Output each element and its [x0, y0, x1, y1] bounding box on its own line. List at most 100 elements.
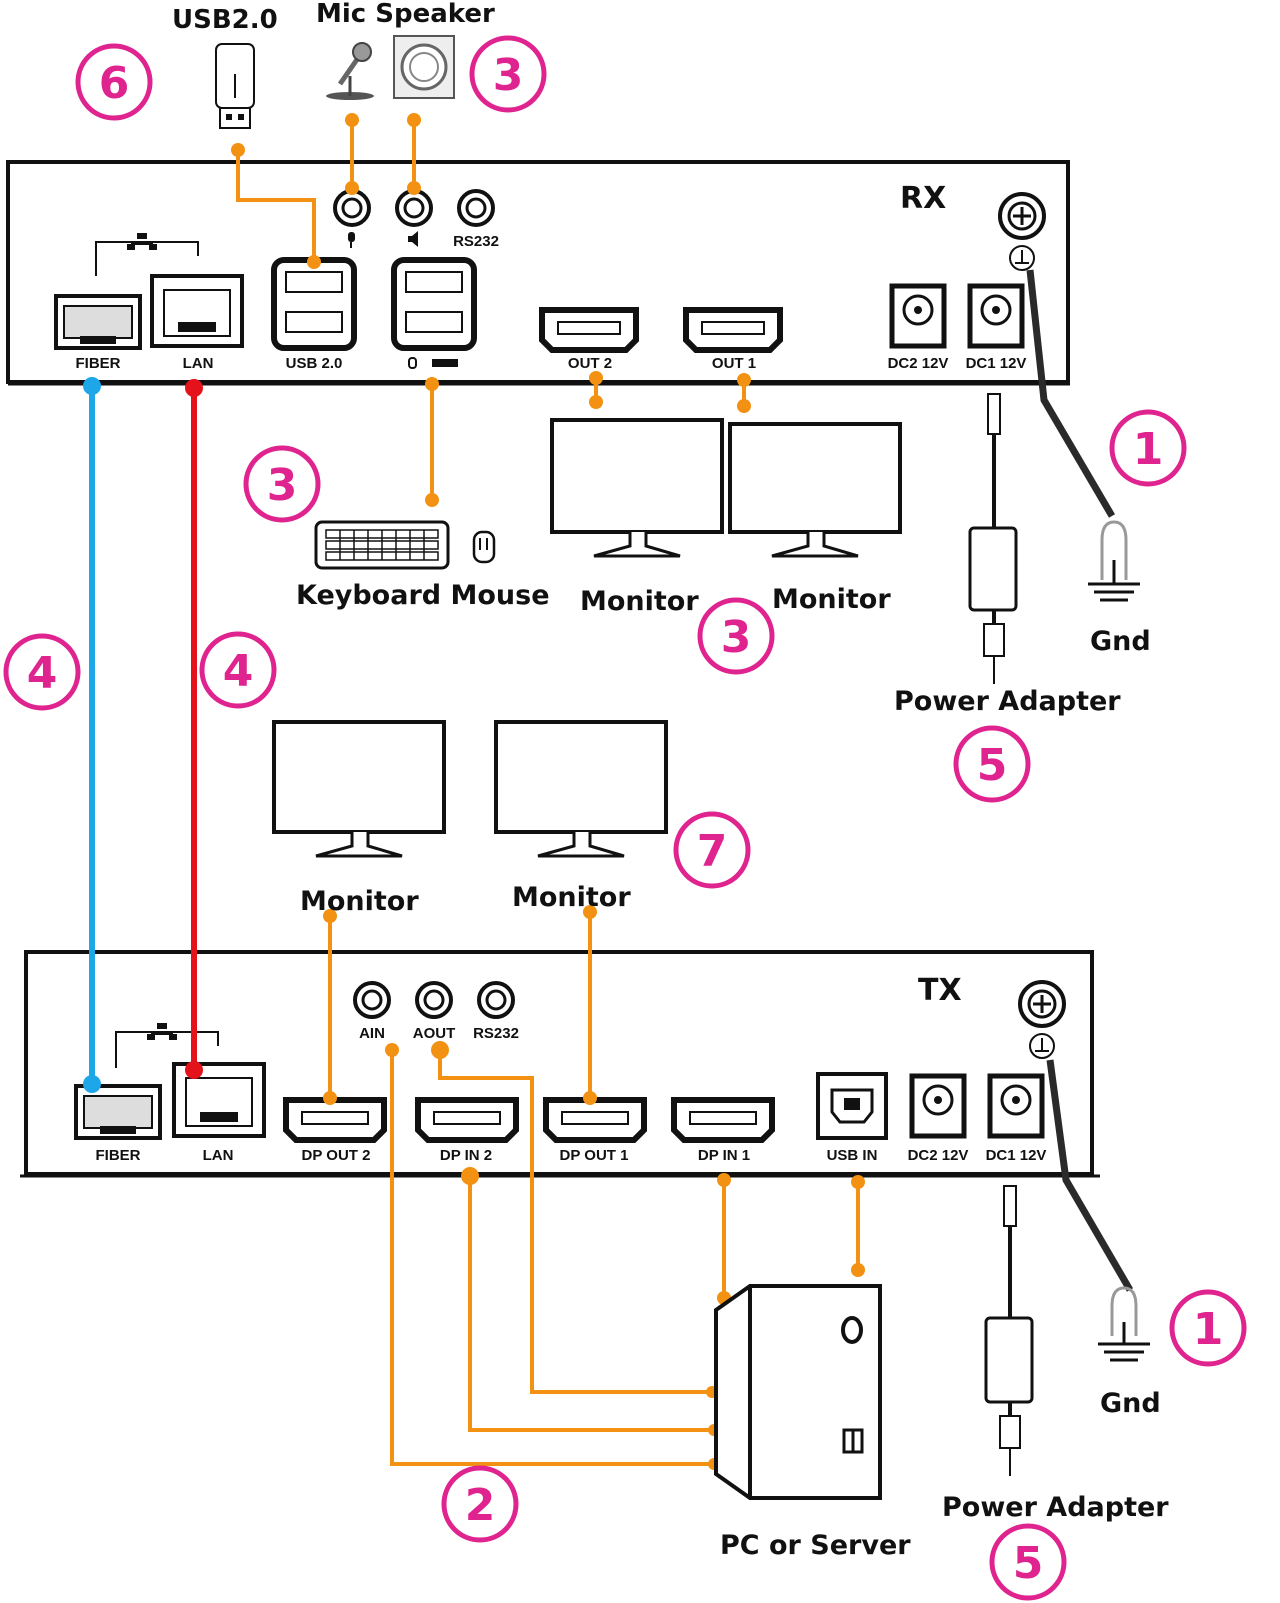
- tx-aout-label: AOUT: [413, 1025, 456, 1042]
- rx-dc1-label: DC1 12V: [966, 355, 1027, 372]
- callout-7: 7: [673, 811, 751, 889]
- tx-lan-port: [172, 1062, 266, 1138]
- rx-power-adapter: [968, 393, 1018, 684]
- rx-out2-port: [539, 307, 639, 353]
- rx-out2-label: OUT 2: [568, 355, 612, 372]
- tx-ain-jack: [353, 981, 391, 1019]
- speaker-icon: [393, 35, 455, 99]
- callout-1-rx: 1: [1109, 409, 1187, 487]
- callout-1-tx: 1: [1169, 1289, 1247, 1367]
- mouse-mini-icon: [408, 357, 417, 369]
- rx-out1-label: OUT 1: [712, 355, 756, 372]
- tx-fiber-port: [74, 1084, 162, 1140]
- tx-unit: TX FIBER LAN AIN AOUT: [20, 950, 1100, 1178]
- mic-speaker-caption: Mic Speaker: [316, 0, 495, 29]
- callout-3-monitors: 3: [697, 597, 775, 675]
- svg-text:3: 3: [267, 460, 298, 511]
- rx-lan-label: LAN: [183, 355, 214, 372]
- rx-network-icon: [127, 233, 157, 250]
- tx-label: TX: [918, 973, 962, 1008]
- callout-2: 2: [441, 1465, 519, 1543]
- tx-ground-screw: [1018, 980, 1066, 1059]
- keyboard-mini-icon: [432, 359, 458, 367]
- tx-dc2-label: DC2 12V: [908, 1147, 969, 1164]
- tx-network-icon: [147, 1023, 177, 1040]
- rx-monitor-2-caption: Monitor: [580, 586, 699, 617]
- tx-dp-in2-label: DP IN 2: [440, 1147, 492, 1164]
- callout-5-rx: 5: [953, 725, 1031, 803]
- rx-dc2-label: DC2 12V: [888, 355, 949, 372]
- tx-gnd-caption: Gnd: [1100, 1388, 1161, 1419]
- tx-dc2-port: [909, 1073, 967, 1139]
- svg-text:6: 6: [99, 58, 130, 109]
- tx-lan-label: LAN: [203, 1147, 234, 1164]
- rx-kbm-ports: [391, 257, 477, 369]
- tx-rs232-label: RS232: [473, 1025, 519, 1042]
- tx-monitor-local-1: [272, 720, 446, 858]
- pc-server-caption: PC or Server: [720, 1530, 911, 1561]
- rx-ground-screw: [998, 192, 1046, 271]
- rx-gnd-caption: Gnd: [1090, 626, 1151, 657]
- pc-server-icon: [714, 1284, 882, 1500]
- svg-text:5: 5: [977, 740, 1008, 791]
- tx-fiber-label: FIBER: [96, 1147, 141, 1164]
- tx-network-bracket: [115, 1031, 219, 1068]
- rx-mic-jack: [333, 189, 371, 248]
- svg-text:3: 3: [493, 50, 524, 101]
- svg-text:4: 4: [27, 648, 58, 699]
- rx-label: RX: [900, 181, 946, 216]
- callout-6: 6: [75, 43, 153, 121]
- rx-ground-cable: [1026, 269, 1140, 602]
- rx-monitor-2: [550, 418, 724, 558]
- rx-power-adapter-caption: Power Adapter: [894, 686, 1121, 717]
- mouse-icon: [472, 530, 496, 564]
- rx-unit: RX FIBER LAN USB 2.0: [6, 160, 1070, 386]
- tx-usb-in-label: USB IN: [827, 1147, 878, 1164]
- rx-monitor-1-caption: Monitor: [772, 584, 891, 615]
- tx-dp-out2-port: [283, 1097, 387, 1143]
- svg-text:4: 4: [223, 646, 254, 697]
- tx-dp-out1-label: DP OUT 1: [560, 1147, 629, 1164]
- svg-text:1: 1: [1193, 1304, 1224, 1355]
- tx-power-adapter-caption: Power Adapter: [942, 1492, 1169, 1523]
- svg-text:1: 1: [1133, 424, 1164, 475]
- tx-dp-in1-label: DP IN 1: [698, 1147, 750, 1164]
- rx-monitor-1: [728, 422, 902, 558]
- svg-text:2: 2: [465, 1480, 496, 1531]
- callout-3-kbm: 3: [243, 445, 321, 523]
- callout-5-tx: 5: [989, 1523, 1067, 1601]
- tx-aout-jack: [415, 981, 453, 1019]
- rx-fiber-port: [54, 294, 142, 350]
- rx-network-bracket: [95, 241, 199, 276]
- svg-text:5: 5: [1013, 1538, 1044, 1589]
- tx-dc1-port: [987, 1073, 1045, 1139]
- lan-cable: [185, 379, 203, 1079]
- tx-ain-label: AIN: [359, 1025, 385, 1042]
- svg-text:3: 3: [721, 612, 752, 663]
- rx-speaker-jack: [395, 189, 433, 247]
- callout-4-fiber: 4: [3, 633, 81, 711]
- tx-monitor-local-2-caption: Monitor: [512, 882, 631, 913]
- keyboard-mouse-caption: Keyboard Mouse: [296, 580, 550, 611]
- fiber-cable: [83, 377, 101, 1093]
- orange-connections: [236, 120, 860, 1466]
- tx-dp-out2-label: DP OUT 2: [302, 1147, 371, 1164]
- tx-ground-cable: [1046, 1059, 1150, 1362]
- rx-dc2-port: [889, 283, 947, 349]
- rx-rs232-label: RS232: [453, 233, 499, 250]
- rx-fiber-label: FIBER: [76, 355, 121, 372]
- rx-dc1-port: [967, 283, 1025, 349]
- rx-rs232-jack: [457, 189, 495, 227]
- tx-dp-out1-port: [543, 1097, 647, 1143]
- tx-rs232-jack: [477, 981, 515, 1019]
- rx-lan-port: [150, 274, 244, 348]
- rx-out1-port: [683, 307, 783, 353]
- callout-4-lan: 4: [199, 631, 277, 709]
- rx-usb-ports: [271, 257, 357, 351]
- tx-monitor-local-1-caption: Monitor: [300, 886, 419, 917]
- keyboard-icon: [314, 520, 450, 570]
- microphone-icon: [326, 42, 374, 100]
- tx-dp-in1-port: [671, 1097, 775, 1143]
- usb20-caption: USB2.0: [172, 5, 278, 35]
